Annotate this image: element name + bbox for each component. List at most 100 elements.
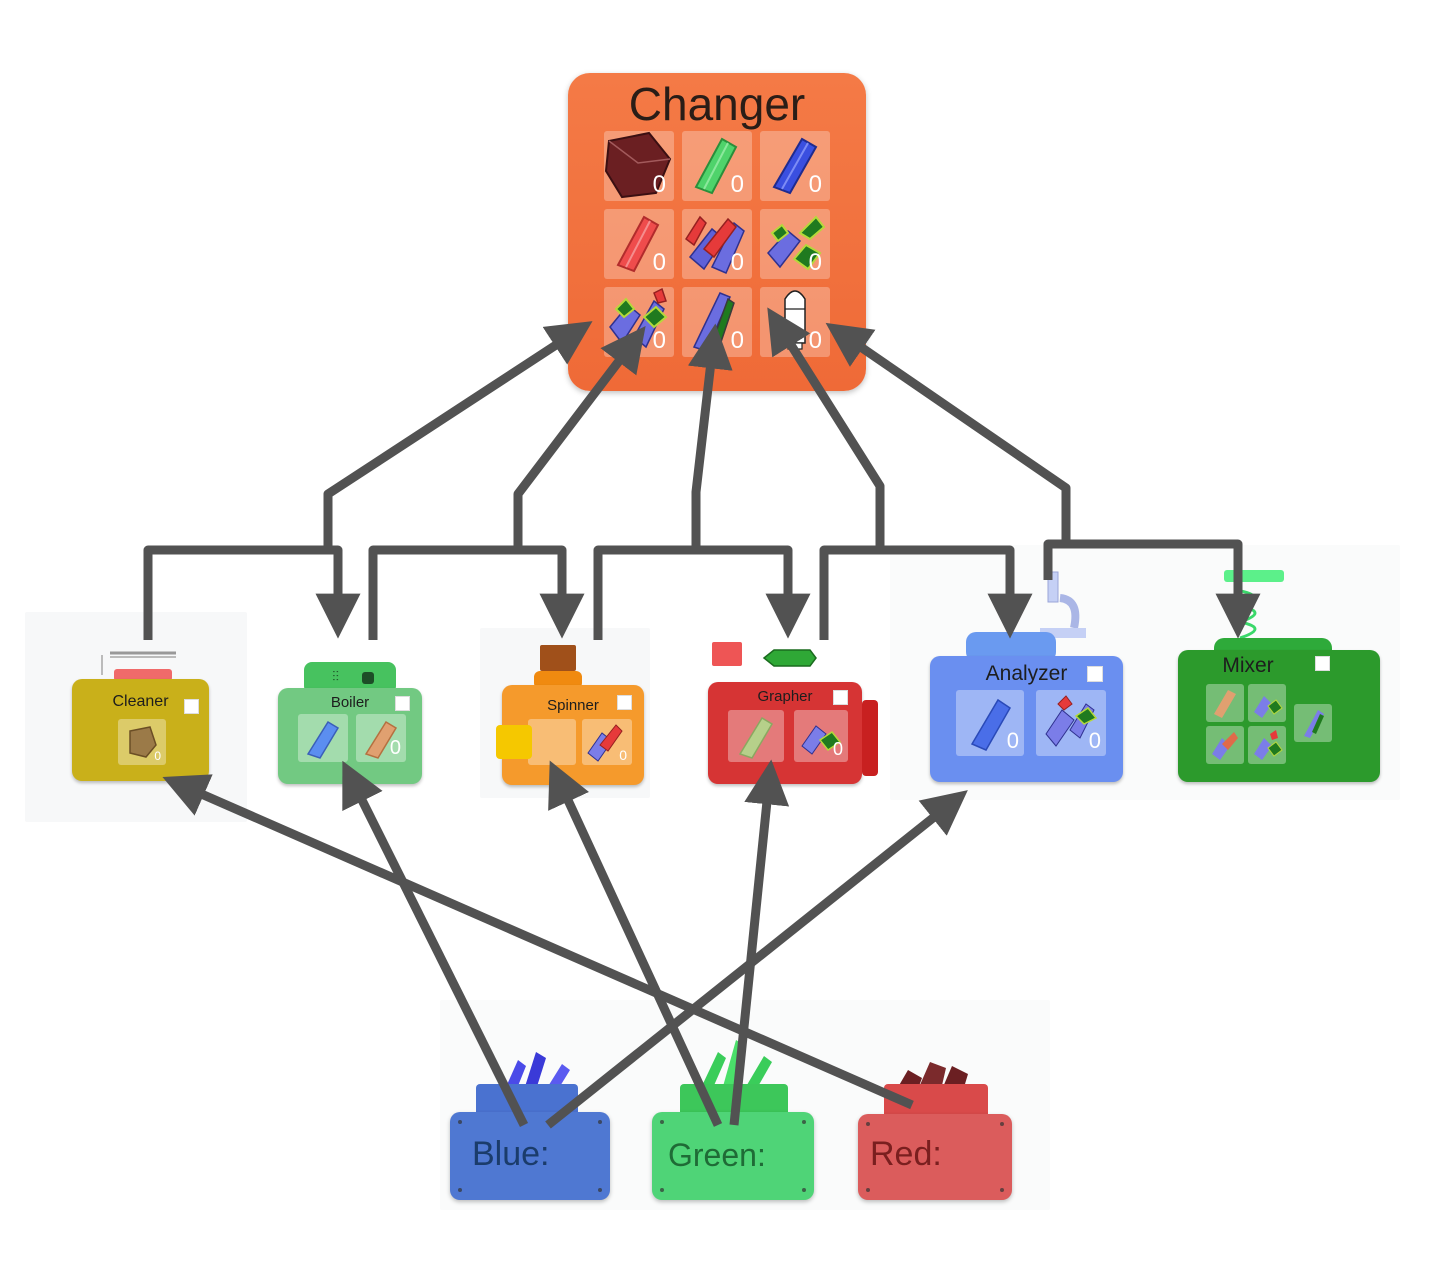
brown-rock-icon xyxy=(129,726,157,758)
green-source-body: Green: xyxy=(652,1112,814,1200)
boiler-title: Boiler xyxy=(330,694,370,711)
green-blue-cluster-icon xyxy=(1254,696,1283,718)
red-rock-icon xyxy=(604,131,672,199)
spinner-neck xyxy=(534,671,582,689)
green-crystal-icon xyxy=(738,716,774,759)
cleaner-checkbox[interactable] xyxy=(184,699,199,714)
analyzer-slot-output[interactable]: 0 xyxy=(1036,690,1106,756)
cleaner-slot[interactable]: 0 xyxy=(118,719,166,765)
green-blue-cluster-icon xyxy=(801,725,842,755)
spinner-title: Spinner xyxy=(547,697,599,714)
mixed-cluster-icon xyxy=(1254,730,1283,760)
slot-count: 0 xyxy=(808,249,822,276)
blue-source-body: Blue: xyxy=(450,1112,610,1200)
boiler-machine[interactable]: ⫶⫶ Boiler 0 xyxy=(278,660,424,788)
spinner-slot-output[interactable]: 0 xyxy=(582,719,632,765)
boiler-slot-input[interactable] xyxy=(298,714,348,762)
changer-slot-green-crystal[interactable]: 0 xyxy=(682,131,752,201)
analyzer-body: Analyzer 0 0 xyxy=(930,656,1123,782)
grapher-slot-input[interactable] xyxy=(728,710,784,762)
mixer-slot-2[interactable] xyxy=(1248,684,1286,722)
grapher-slot-output[interactable]: 0 xyxy=(794,710,848,762)
screw xyxy=(866,1122,870,1126)
arrow-boiler-to-spinner xyxy=(368,545,585,640)
slot-count: 0 xyxy=(389,737,401,759)
green-crystal-icon xyxy=(762,649,817,667)
slot-count: 0 xyxy=(154,749,161,763)
mixer-slot-3[interactable] xyxy=(1206,726,1244,764)
mixer-body: Mixer xyxy=(1178,650,1380,782)
grapher-side-bar xyxy=(862,700,878,776)
boiler-checkbox[interactable] xyxy=(395,696,410,711)
spinner-slot-input[interactable] xyxy=(528,719,576,765)
screw xyxy=(802,1120,806,1124)
red-blue-cluster-icon xyxy=(684,215,745,274)
analyzer-title: Analyzer xyxy=(985,662,1068,685)
analyzer-slot-input[interactable]: 0 xyxy=(956,690,1024,756)
slot-count: 0 xyxy=(808,327,822,354)
boiler-body: Boiler 0 xyxy=(278,688,422,784)
mixer-machine[interactable]: Mixer xyxy=(1176,566,1382,784)
screw xyxy=(1000,1122,1004,1126)
green-blue-cluster-icon xyxy=(766,215,826,271)
spinner-checkbox[interactable] xyxy=(617,695,632,710)
arrow-cleaner-to-boiler xyxy=(143,545,361,640)
mixer-slot-1[interactable] xyxy=(1206,684,1244,722)
screw xyxy=(660,1120,664,1124)
grapher-machine[interactable]: Grapher 0 xyxy=(706,636,878,788)
cleaner-body: Cleaner 0 xyxy=(72,679,209,781)
mixer-slot-output[interactable] xyxy=(1294,704,1332,742)
arrow-grapher-to-analyzer xyxy=(819,545,1033,640)
screw xyxy=(598,1188,602,1192)
arrow-analyzer-to-mixer xyxy=(1043,539,1261,639)
screw xyxy=(458,1120,462,1124)
cleaner-top-icon xyxy=(101,651,176,681)
grapher-checkbox[interactable] xyxy=(833,690,848,705)
slot-count: 0 xyxy=(808,171,822,198)
screw xyxy=(660,1188,664,1192)
changer-slot-blue-crystal[interactable]: 0 xyxy=(760,131,830,201)
screw xyxy=(598,1120,602,1124)
blue-crystal-icon xyxy=(772,137,818,195)
arrow-to-changer-mixed-cluster-2 xyxy=(513,325,646,550)
arrow-blue-to-boiler xyxy=(342,760,529,1128)
arrow-green-to-spinner xyxy=(548,760,723,1127)
cleaner-machine[interactable]: Cleaner 0 xyxy=(72,645,212,785)
red-source-body: Red: xyxy=(858,1114,1012,1200)
slot-count: 0 xyxy=(730,171,744,198)
mixer-title: Mixer xyxy=(1222,654,1274,677)
blue-green-shard-icon xyxy=(1304,710,1324,738)
orange-crystal-icon xyxy=(1214,690,1236,718)
slot-count: 0 xyxy=(619,747,627,763)
slot-count: 0 xyxy=(832,739,843,759)
spinner-machine[interactable]: Spinner 0 xyxy=(496,645,648,787)
changer-slot-red-crystal[interactable]: 0 xyxy=(604,209,674,279)
blue-crystal-icon xyxy=(306,720,340,759)
screw xyxy=(866,1188,870,1192)
grapher-title: Grapher xyxy=(757,688,813,705)
slider-icon: ⫶⫶ xyxy=(332,668,339,684)
slot-count: 0 xyxy=(730,327,744,354)
mixer-slot-4[interactable] xyxy=(1248,726,1286,764)
slot-count: 0 xyxy=(730,249,744,276)
arrow-to-changer-rocket-2 xyxy=(825,322,1071,544)
spinner-side-tank xyxy=(496,725,532,759)
slot-count: 0 xyxy=(652,249,666,276)
mixed-cluster-icon xyxy=(1045,695,1098,747)
arrow-spinner-to-grapher xyxy=(593,545,811,640)
changer-slot-red-rock[interactable]: 0 xyxy=(604,131,674,201)
red-source[interactable]: Red: xyxy=(856,1058,1016,1202)
spinner-body: Spinner 0 xyxy=(502,685,644,785)
arrow-to-changer-rocket xyxy=(767,307,885,550)
screw xyxy=(802,1188,806,1192)
changer-slot-green-blue-cluster[interactable]: 0 xyxy=(760,209,830,279)
mixer-checkbox[interactable] xyxy=(1315,656,1330,671)
slot-count: 0 xyxy=(1088,728,1101,753)
changer-slot-red-blue-cluster[interactable]: 0 xyxy=(682,209,752,279)
analyzer-machine[interactable]: Analyzer 0 0 xyxy=(930,568,1126,784)
boiler-slot-output[interactable]: 0 xyxy=(356,714,406,762)
orange-crystal-icon xyxy=(364,720,398,759)
screw xyxy=(1000,1188,1004,1192)
analyzer-checkbox[interactable] xyxy=(1087,666,1103,682)
